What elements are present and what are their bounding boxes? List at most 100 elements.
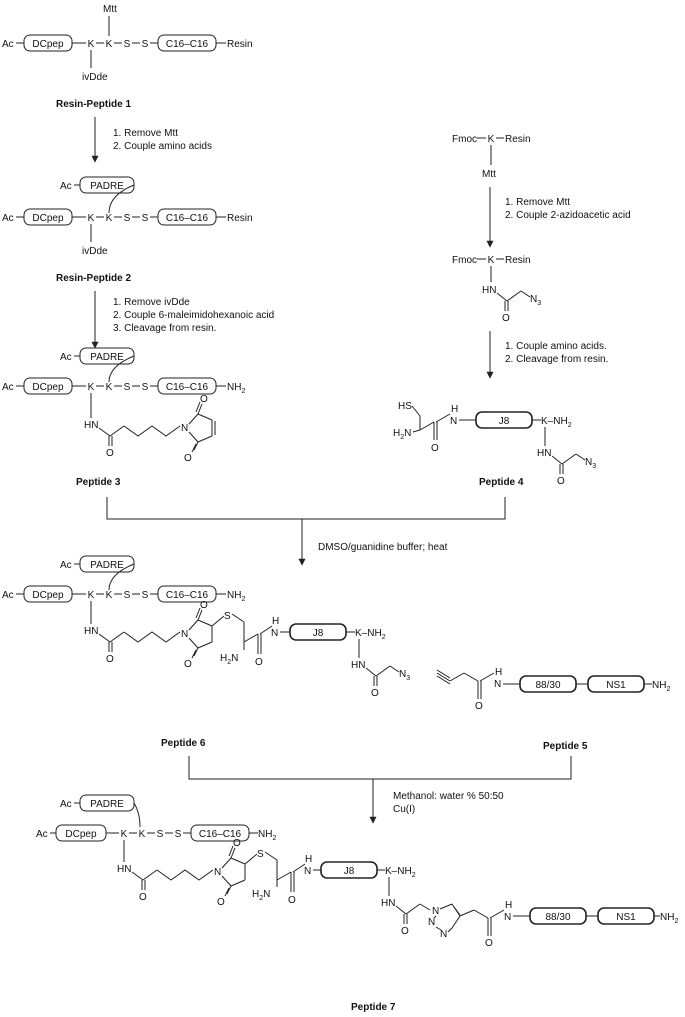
mtt-group: Mtt — [103, 4, 117, 15]
svg-text:O: O — [485, 938, 493, 949]
svg-text:O: O — [475, 701, 483, 712]
step-c2: 2. Couple 2-azidoacetic acid — [505, 210, 631, 221]
svg-text:S: S — [142, 213, 149, 224]
svg-text:PADRE: PADRE — [90, 352, 124, 363]
svg-text:Resin: Resin — [227, 213, 253, 224]
svg-text:Resin: Resin — [505, 134, 531, 145]
label-peptide-6: Peptide 6 — [161, 738, 206, 749]
step-a1: 1. Remove Mtt — [113, 128, 178, 139]
svg-text:K–NH2: K–NH2 — [355, 628, 386, 641]
peptide-7: Ac PADRE Ac DCpep K K S S C16–C16 NH2 HN… — [36, 794, 678, 949]
svg-text:O: O — [200, 600, 208, 611]
svg-text:Ac: Ac — [2, 382, 14, 393]
svg-text:O: O — [139, 892, 147, 903]
svg-text:Mtt: Mtt — [482, 169, 496, 180]
step-c1: 1. Remove Mtt — [505, 197, 570, 208]
c16-label: C16–C16 — [166, 39, 209, 50]
fmoc-lys-azide-resin: Fmoc K Resin HN O N3 — [452, 255, 541, 324]
svg-text:Ac: Ac — [60, 560, 72, 571]
svg-text:O: O — [200, 394, 208, 405]
svg-text:NS1: NS1 — [616, 912, 636, 923]
peptide-5: O H N 88/30 NS1 NH2 — [436, 667, 670, 712]
svg-text:S: S — [124, 590, 131, 601]
step-b1: 1. Remove ivDde — [113, 297, 190, 308]
svg-text:O: O — [184, 453, 192, 464]
dcpep-label: DCpep — [32, 39, 64, 50]
svg-text:88/30: 88/30 — [545, 912, 570, 923]
svg-text:K: K — [106, 382, 113, 393]
svg-text:K: K — [488, 134, 495, 145]
svg-text:H: H — [505, 900, 512, 911]
svg-text:N: N — [181, 629, 188, 640]
svg-text:K: K — [121, 829, 128, 840]
acetyl: Ac — [2, 39, 14, 50]
svg-text:DCpep: DCpep — [32, 213, 64, 224]
svg-text:N: N — [181, 423, 188, 434]
svg-text:N: N — [271, 628, 278, 639]
svg-text:N: N — [428, 917, 435, 928]
svg-text:HN: HN — [84, 626, 98, 637]
svg-text:O: O — [217, 897, 225, 908]
svg-text:K–NH2: K–NH2 — [385, 866, 416, 879]
svg-text:NH2: NH2 — [258, 829, 276, 842]
svg-text:DCpep: DCpep — [32, 590, 64, 601]
svg-text:K: K — [106, 590, 113, 601]
resin-label: Resin — [227, 39, 253, 50]
svg-text:C16–C16: C16–C16 — [166, 590, 209, 601]
step-d2: 2. Cleavage from resin. — [505, 354, 608, 365]
lysine-1: K — [88, 39, 95, 50]
j8-label: J8 — [499, 416, 510, 427]
svg-text:NH2: NH2 — [660, 912, 678, 925]
step-a2: 2. Couple amino acids — [113, 141, 212, 152]
svg-text:PADRE: PADRE — [90, 799, 124, 810]
svg-text:H2N: H2N — [252, 889, 270, 902]
svg-text:N3: N3 — [399, 669, 410, 682]
step-d1: 1. Couple amino acids. — [505, 341, 607, 352]
peptide-3: Ac PADRE Ac DCpep K K S S C16–C16 NH2 HN… — [2, 347, 245, 464]
svg-text:O: O — [233, 838, 241, 849]
peptide-4: HS H2N O H N J8 K–NH2 HN O N3 — [393, 401, 596, 487]
svg-text:HN: HN — [537, 448, 551, 459]
svg-text:C16–C16: C16–C16 — [166, 213, 209, 224]
svg-text:K–NH2: K–NH2 — [541, 416, 572, 429]
svg-text:C16–C16: C16–C16 — [166, 382, 209, 393]
svg-text:DCpep: DCpep — [32, 382, 64, 393]
svg-text:N3: N3 — [530, 294, 541, 307]
svg-text:NH2: NH2 — [227, 382, 245, 395]
svg-text:K: K — [488, 255, 495, 266]
svg-text:Ac: Ac — [2, 213, 14, 224]
step-b2: 2. Couple 6-maleimidohexanoic acid — [113, 310, 274, 321]
svg-text:K: K — [88, 590, 95, 601]
ivdde-group: ivDde — [82, 72, 108, 83]
svg-text:Resin: Resin — [505, 255, 531, 266]
svg-text:NH2: NH2 — [652, 680, 670, 693]
svg-text:S: S — [157, 829, 164, 840]
fmoc-lys-resin: Fmoc K Resin Mtt — [452, 134, 531, 180]
label-peptide-3: Peptide 3 — [76, 477, 121, 488]
label-resin-peptide-1: Resin-Peptide 1 — [56, 99, 131, 110]
svg-text:S: S — [124, 213, 131, 224]
label-peptide-7: Peptide 7 — [351, 1002, 396, 1013]
peptide-6: Ac PADRE Ac DCpep K K S S C16–C16 NH2 HN… — [2, 555, 410, 699]
svg-text:HS: HS — [398, 401, 412, 412]
svg-text:S: S — [175, 829, 182, 840]
svg-text:N: N — [494, 679, 501, 690]
svg-text:O: O — [371, 688, 379, 699]
svg-text:H: H — [451, 404, 458, 415]
label-peptide-4: Peptide 4 — [479, 477, 524, 488]
ns1-label: NS1 — [606, 680, 626, 691]
svg-text:HN: HN — [117, 864, 131, 875]
svg-text:K: K — [88, 382, 95, 393]
svg-text:H2N: H2N — [393, 428, 411, 441]
svg-text:S: S — [224, 611, 231, 622]
step-b3: 3. Cleavage from resin. — [113, 323, 216, 334]
svg-text:H: H — [495, 667, 502, 678]
svg-text:O: O — [288, 895, 296, 906]
svg-text:Fmoc: Fmoc — [452, 255, 477, 266]
p8830-label: 88/30 — [535, 680, 560, 691]
merge-bracket-1 — [106, 497, 506, 520]
svg-text:K: K — [139, 829, 146, 840]
svg-text:K: K — [106, 213, 113, 224]
svg-text:Fmoc: Fmoc — [452, 134, 477, 145]
